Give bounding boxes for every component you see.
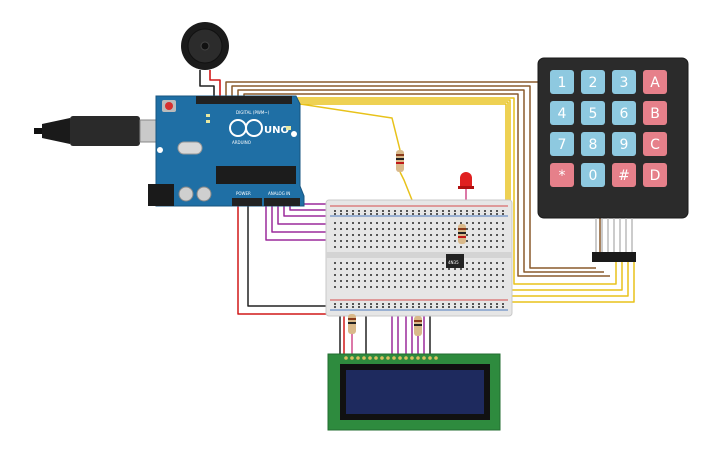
keypad-key-3[interactable]: 3	[612, 70, 636, 94]
keypad-key-label: 7	[558, 137, 567, 153]
arduino-uno-board[interactable]: DIGITAL (PWM~) UNO ARDUINO POWER ANALOG …	[148, 95, 305, 207]
analog-header-label: ANALOG IN	[268, 191, 290, 196]
lcd-16x2[interactable]	[327, 353, 501, 431]
keypad-key-label: #	[618, 168, 630, 184]
rx-led	[206, 120, 210, 123]
piezo-buzzer[interactable]	[181, 22, 229, 70]
keypad-key-4[interactable]: 4	[550, 101, 574, 125]
resistor-led[interactable]	[458, 224, 466, 244]
keypad-key-label: A	[650, 75, 660, 91]
power-wire-red[interactable]	[237, 196, 342, 315]
power-led	[286, 126, 291, 130]
keypad-key-label: 2	[589, 75, 598, 91]
breadboard-holes	[334, 210, 504, 308]
lcd-pins	[344, 356, 438, 360]
digital-header	[196, 96, 292, 104]
keypad-wire-brown-3[interactable]	[237, 89, 604, 273]
keypad-connector	[592, 252, 636, 262]
power-wire-black[interactable]	[247, 196, 335, 307]
keypad-key-label: 3	[620, 75, 629, 91]
keypad-key-label: *	[559, 168, 566, 184]
capacitor-2	[196, 186, 212, 202]
tx-led	[206, 114, 210, 117]
resistor-signal[interactable]	[396, 150, 404, 172]
keypad-key-star[interactable]: *	[550, 163, 574, 187]
keypad-key-label: 9	[620, 137, 629, 153]
keypad-key-5[interactable]: 5	[581, 101, 605, 125]
keypad-key-D[interactable]: D	[643, 163, 667, 187]
breadboard[interactable]	[325, 199, 513, 317]
keypad-key-label: 4	[558, 106, 567, 122]
keypad-wire-brown-4[interactable]	[243, 93, 610, 277]
capacitor-1	[178, 186, 194, 202]
keypad-key-6[interactable]: 6	[612, 101, 636, 125]
digital-header-label: DIGITAL (PWM~)	[236, 110, 270, 115]
power-header-label: POWER	[236, 191, 251, 196]
optocoupler-label: 4N35	[448, 260, 459, 265]
atmega-chip	[216, 166, 296, 184]
resistor-lcd-2[interactable]	[414, 316, 422, 336]
buzzer-wire-black[interactable]	[199, 70, 215, 96]
keypad-key-9[interactable]: 9	[612, 132, 636, 156]
uno-logo: UNO	[264, 125, 289, 136]
keypad-4x4[interactable]: 1 2 3 A 4 5 6 B 7 8 9 C * 0 # D	[537, 57, 689, 262]
arduino-brand: ARDUINO	[232, 140, 251, 145]
keypad-key-7[interactable]: 7	[550, 132, 574, 156]
keypad-key-B[interactable]: B	[643, 101, 667, 125]
keypad-key-label: 6	[620, 106, 629, 122]
signal-wire-yellow[interactable]	[273, 99, 401, 151]
lcd-screen	[346, 370, 484, 414]
keypad-ribbon-pins	[595, 218, 633, 252]
resistor-lcd-1[interactable]	[348, 314, 356, 334]
red-led[interactable]	[458, 172, 474, 189]
keypad-key-hash[interactable]: #	[612, 163, 636, 187]
crystal-oscillator	[177, 141, 203, 155]
keypad-key-label: D	[650, 168, 661, 184]
power-jack[interactable]	[148, 184, 174, 206]
keypad-key-label: B	[650, 106, 660, 122]
keypad-keys: 1 2 3 A 4 5 6 B 7 8 9 C * 0 # D	[550, 70, 667, 187]
keypad-key-0[interactable]: 0	[581, 163, 605, 187]
keypad-key-label: 1	[558, 75, 567, 91]
buzzer-wire-red[interactable]	[209, 70, 221, 96]
keypad-key-label: C	[650, 137, 660, 153]
usb-cable[interactable]	[34, 116, 163, 146]
keypad-key-1[interactable]: 1	[550, 70, 574, 94]
keypad-wire-brown-2[interactable]	[231, 85, 596, 269]
keypad-key-A[interactable]: A	[643, 70, 667, 94]
keypad-key-label: 5	[589, 106, 598, 122]
keypad-key-label: 8	[589, 137, 598, 153]
keypad-key-8[interactable]: 8	[581, 132, 605, 156]
keypad-key-2[interactable]: 2	[581, 70, 605, 94]
analog-header	[264, 198, 300, 206]
keypad-key-C[interactable]: C	[643, 132, 667, 156]
power-header	[232, 198, 262, 206]
optocoupler-ic[interactable]: 4N35	[446, 254, 464, 268]
keypad-key-label: 0	[589, 168, 598, 184]
